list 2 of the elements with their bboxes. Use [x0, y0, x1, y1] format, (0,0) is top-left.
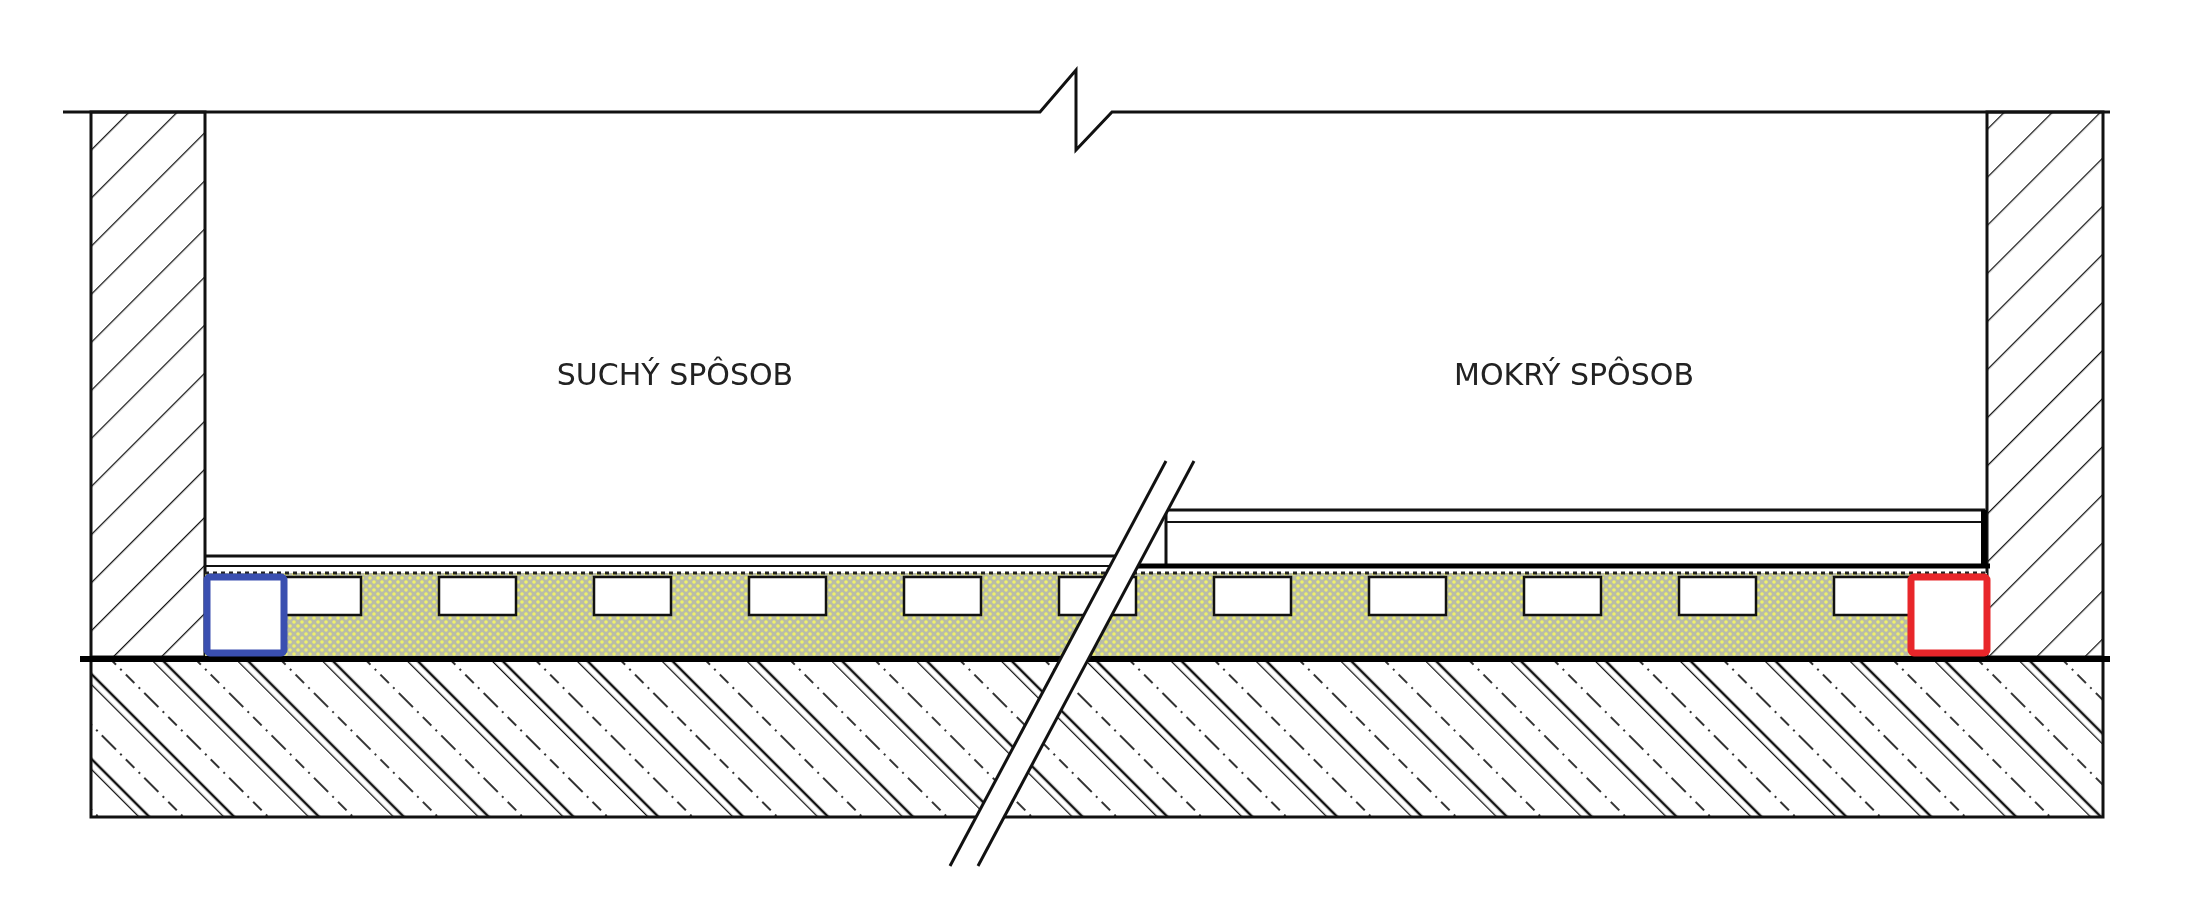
section-label: SUCHÝ SPÔSOB	[556, 357, 794, 392]
section-label: MOKRÝ SPÔSOB	[1454, 357, 1694, 392]
